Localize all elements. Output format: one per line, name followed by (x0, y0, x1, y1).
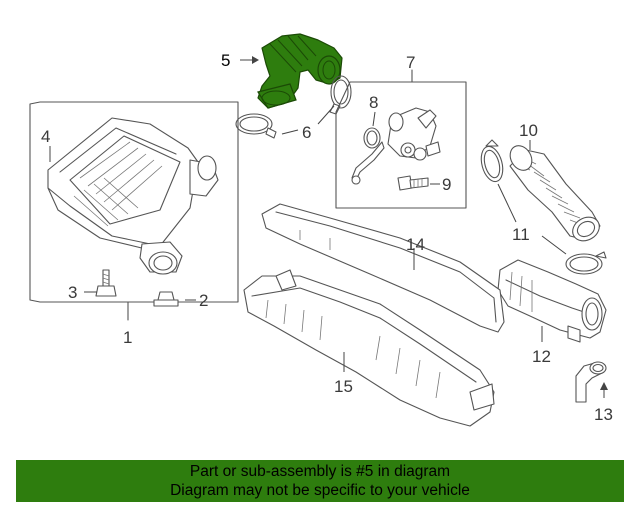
air-cleaner-housing (47, 117, 219, 275)
callout-6: 6 (302, 123, 311, 142)
callout-14: 14 (406, 235, 425, 254)
grommet-2 (153, 291, 179, 307)
callout-15: 15 (334, 377, 353, 396)
callout-9: 9 (442, 175, 451, 194)
highlight-banner: Part or sub-assembly is #5 in diagram Di… (16, 460, 624, 502)
part-1-group (29, 101, 239, 321)
callout-1: 1 (123, 328, 132, 347)
callout-3: 3 (68, 283, 77, 302)
callout-10: 10 (519, 121, 538, 140)
callout-5: 5 (221, 51, 230, 70)
callout-2: 2 (199, 291, 208, 310)
callout-4: 4 (41, 127, 50, 146)
part-11-clamps (480, 139, 607, 275)
part-15-lower-duct (243, 269, 495, 427)
callout-13: 13 (594, 405, 613, 424)
callout-7: 7 (406, 53, 415, 72)
part-12-intake-duct (497, 259, 607, 343)
bolt-3 (95, 269, 117, 297)
part-14-panel (261, 203, 505, 333)
callout-8: 8 (369, 93, 378, 112)
part-7-group (335, 69, 467, 209)
banner-line-2: Diagram may not be specific to your vehi… (170, 482, 470, 499)
part-6-clamps (235, 75, 352, 139)
bolt-9 (397, 175, 429, 191)
parts-diagram: 1 2 3 4 5 6 7 8 9 10 11 12 13 14 15 (29, 33, 613, 427)
part-13-elbow (575, 361, 608, 403)
part-10-hose (509, 140, 601, 242)
part-5-air-duct (257, 33, 343, 109)
part-1-bracket-box (29, 101, 239, 303)
valve-body (351, 107, 441, 185)
banner-line-1: Part or sub-assembly is #5 in diagram (189, 463, 451, 480)
callout-12: 12 (532, 347, 551, 366)
callout-11: 11 (512, 225, 530, 244)
